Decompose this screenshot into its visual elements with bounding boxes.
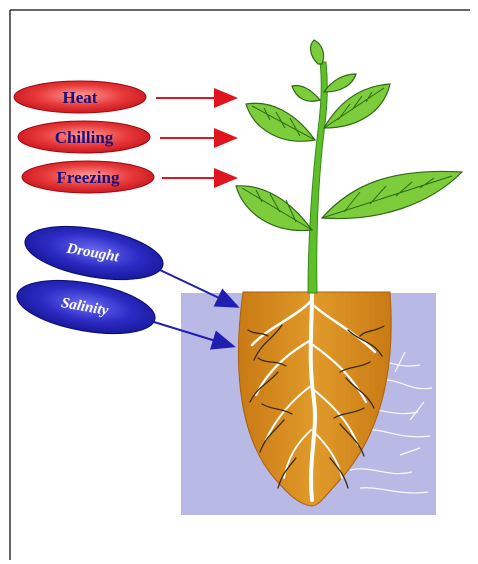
leaf-bud — [311, 40, 324, 64]
leaf-lower-left — [236, 186, 312, 231]
stress-salinity: Salinity — [13, 271, 159, 343]
stress-heat: Heat — [14, 81, 146, 113]
chilling-label: Chilling — [55, 128, 114, 147]
temperature-arrows — [156, 98, 234, 178]
leaf-top-small-left — [292, 86, 320, 102]
leaf-upper-left — [246, 103, 315, 141]
heat-label: Heat — [63, 88, 98, 107]
leaf-top-small-right — [324, 74, 356, 92]
stress-drought: Drought — [21, 217, 167, 289]
plant-leaves — [236, 40, 462, 231]
freezing-label: Freezing — [57, 168, 120, 187]
stress-freezing: Freezing — [22, 161, 154, 193]
stress-chilling: Chilling — [18, 121, 150, 153]
